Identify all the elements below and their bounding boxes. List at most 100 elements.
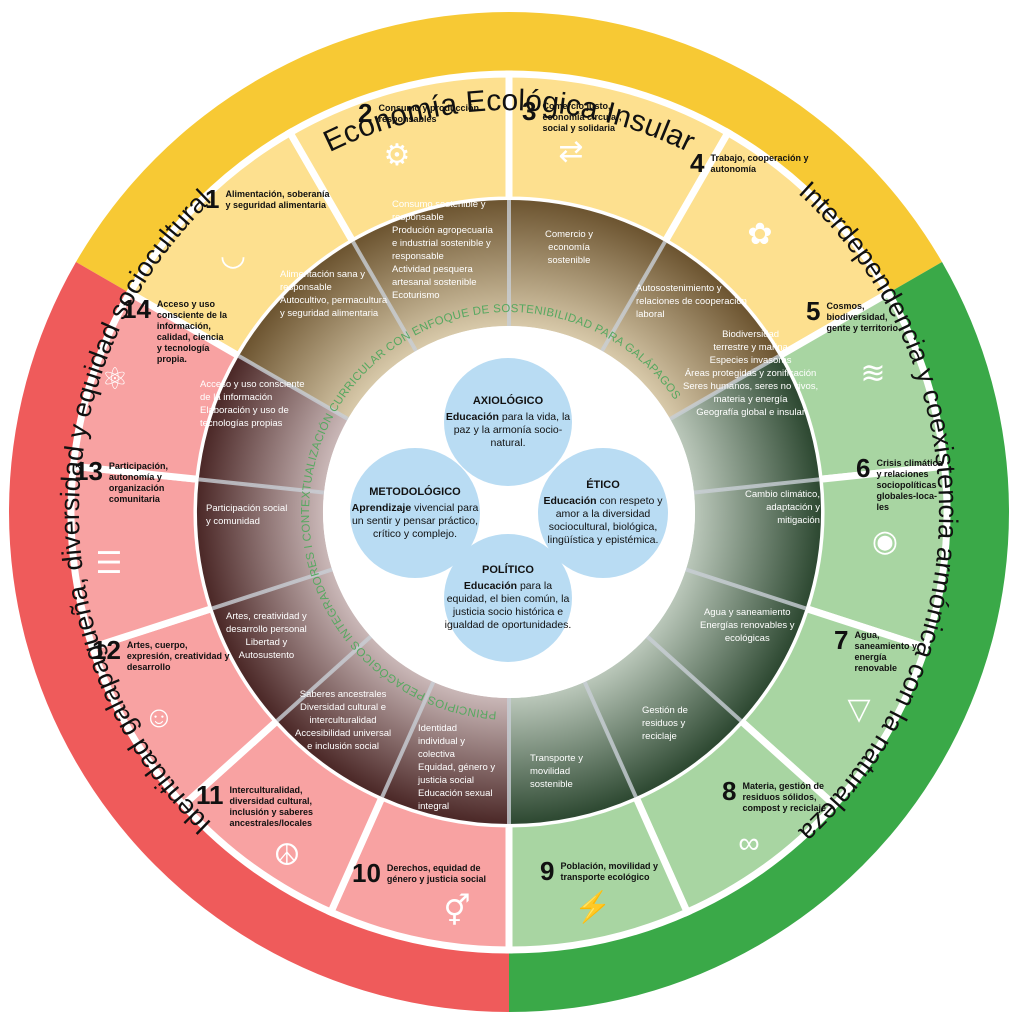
- segment-title: Agua, saneamiento y energía renovable: [854, 630, 917, 673]
- gender-equality-icon: ⚥: [443, 895, 471, 928]
- electric-car-icon: ⚡: [574, 891, 612, 924]
- inner-divider: [600, 240, 667, 352]
- inner-text-8: Gestión de residuos y reciclaje: [642, 705, 688, 742]
- segment-number: 13: [74, 456, 103, 486]
- segment-title: Consumo y producción responsables: [378, 103, 479, 124]
- segment-number: 9: [540, 856, 555, 886]
- inner-sector-13: [197, 479, 333, 609]
- fish-icon: ≋: [860, 357, 886, 390]
- outer-bands: [8, 12, 1010, 1012]
- band-economia: [75, 12, 943, 293]
- segment-number: 4: [690, 148, 705, 178]
- inner-text-3: Comercio y economía sostenible: [545, 229, 594, 266]
- segment-number: 14: [122, 294, 151, 324]
- inner-text-11: Saberes ancestrales Diversidad cultural …: [295, 689, 392, 752]
- segment-title: Materia, gestión de residuos sólidos, co…: [742, 781, 827, 813]
- segment-title: Artes, cuerpo, expresión, creatividad y …: [126, 640, 230, 672]
- inner-sector-2: [353, 200, 509, 351]
- inner-text-1: Alimentación sana y responsable Autocult…: [280, 269, 388, 319]
- segment-title: Acceso y uso consciente de la informació…: [156, 299, 227, 364]
- pillar-politico-head: POLÍTICO: [482, 564, 534, 576]
- segment-number: 1: [205, 184, 220, 214]
- band-identidad: [8, 262, 509, 1012]
- pillar-axiologico-head: AXIOLÓGICO: [472, 394, 544, 407]
- inner-sector-14: [198, 356, 348, 493]
- inner-divider: [582, 681, 638, 798]
- inner-ring: [197, 200, 821, 825]
- inner-text-10: Identidad individual y colectiva Equidad…: [418, 723, 496, 812]
- inner-divider: [275, 634, 373, 723]
- bowl-icon: ◡: [219, 239, 247, 272]
- segment-number: 2: [358, 98, 373, 128]
- segment-number: 6: [856, 453, 871, 483]
- inner-divider: [237, 354, 349, 421]
- rings-icon: ✿: [747, 218, 773, 251]
- segment-number: 11: [196, 780, 224, 810]
- inner-text-14: Acceso y uso consciente de la informació…: [200, 379, 305, 429]
- inner-sector-1: [238, 241, 416, 419]
- segment-title: Comercio justo, economía circular, socia…: [542, 101, 622, 133]
- inner-sector-3: [509, 200, 665, 351]
- segment-number: 8: [722, 776, 737, 806]
- segment-title: Interculturalidad, diversidad cultural, …: [229, 785, 314, 828]
- inner-divider: [669, 354, 781, 421]
- inner-divider: [693, 477, 820, 495]
- theater-masks-icon: ☺: [143, 701, 175, 734]
- center-disc: [323, 326, 695, 698]
- pillar-metodologico: METODOLÓGICO Aprendizaje vivencial para …: [350, 448, 480, 578]
- segment-title: Población, movilidad y transporte ecológ…: [560, 861, 658, 882]
- inner-sector-7: [647, 569, 806, 721]
- segment-number: 5: [806, 296, 821, 326]
- infinity-icon: ∞: [738, 827, 760, 860]
- segment-title: Participación, autonomía y organización …: [108, 461, 168, 504]
- inner-sector-4: [602, 241, 780, 419]
- inner-text-2: Consumo sostenible y responsable Produci…: [392, 199, 493, 301]
- segment-title: Trabajo, cooperación y autonomía: [710, 153, 809, 174]
- inner-text-7: Agua y saneamiento Energías renovables y…: [700, 607, 795, 644]
- inner-sector-12: [212, 569, 371, 721]
- segment-number: 3: [522, 96, 537, 126]
- inner-text-13: Participación social y comunidad: [206, 503, 288, 527]
- segment-number: 7: [834, 625, 849, 655]
- inner-sector-9: [509, 681, 636, 824]
- pillar-axiologico: AXIOLÓGICO Educación para la vida, la pa…: [444, 358, 572, 486]
- segment-number: 12: [92, 635, 121, 665]
- inner-text-4: Autosostenimiento y relaciones de cooper…: [636, 283, 747, 320]
- pillar-metodologico-head: METODOLÓGICO: [369, 485, 461, 498]
- segment-title: Alimentación, soberanía y seguridad alim…: [225, 189, 330, 210]
- inner-divider: [351, 240, 418, 352]
- inner-divider: [211, 567, 333, 611]
- pillar-etico-head: ÉTICO: [586, 479, 620, 491]
- segment-title: Cosmos, biodiversidad, gente y territori…: [826, 301, 898, 333]
- inner-sector-11: [277, 636, 434, 798]
- inner-sector-5: [670, 356, 820, 493]
- inner-divider: [198, 477, 325, 495]
- inner-text-6: Cambio climático, adaptación y mitigació…: [745, 489, 820, 526]
- inner-text-9: Transporte y movilidad sostenible: [530, 753, 583, 790]
- inner-divider: [645, 634, 743, 723]
- band-interdependencia: [509, 262, 1010, 1012]
- eye-globe-icon: ◉: [871, 525, 899, 558]
- pillar-politico: POLÍTICO Educación para la equidad, el b…: [444, 534, 572, 662]
- inner-sector-10: [382, 681, 509, 825]
- science-book-icon: ⚛: [101, 363, 129, 396]
- inner-text-5: Biodiversidad terrestre y marina Especie…: [683, 329, 819, 418]
- community-icon: ☰: [95, 547, 123, 580]
- segment-title: Derechos, equidad de género y justicia s…: [386, 863, 486, 884]
- pillar-etico: ÉTICO Educación con respeto y amor a la …: [538, 448, 668, 578]
- inner-divider: [380, 681, 436, 798]
- inner-sector-8: [584, 636, 741, 798]
